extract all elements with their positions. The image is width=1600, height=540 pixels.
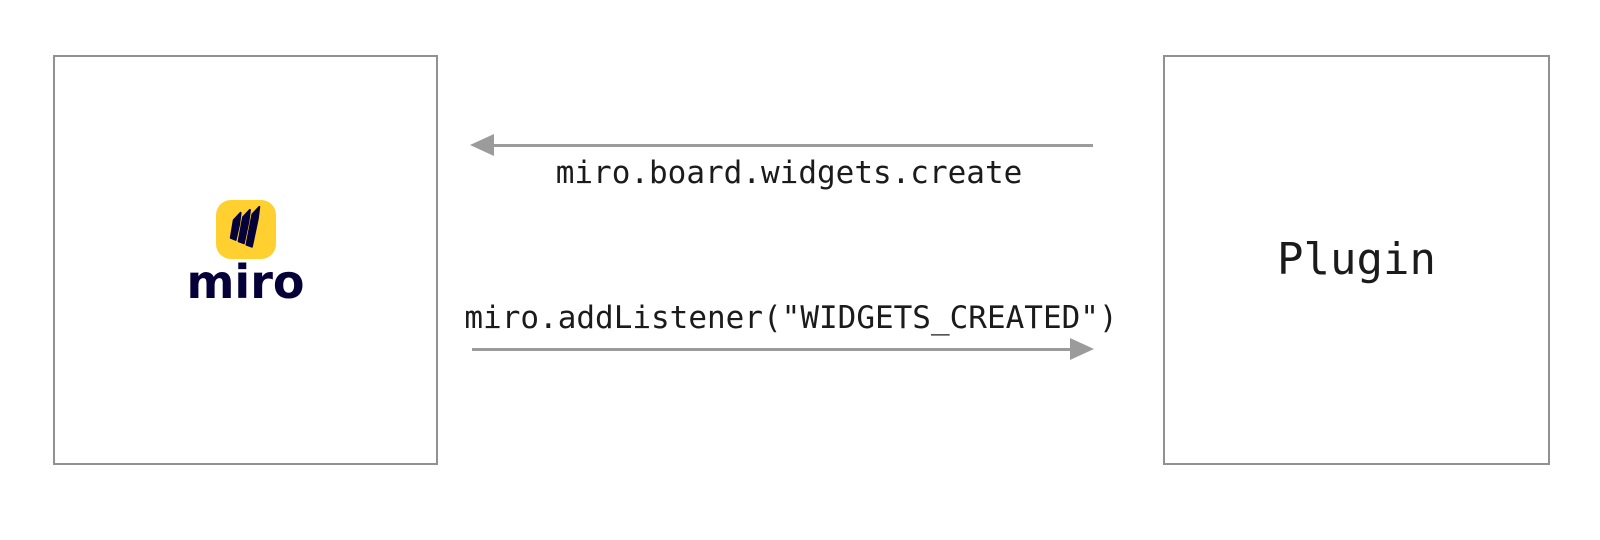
miro-wordmark: miro [186,255,305,309]
message-label: miro.board.widgets.create [555,155,1023,191]
miro-logo-icon [215,200,276,259]
plugin-node-label: Plugin [1277,234,1436,285]
miro-node: miro [53,55,438,465]
arrowhead-left-icon [470,134,494,156]
arrowhead-right-icon [1070,338,1094,360]
plugin-node: Plugin [1163,55,1550,465]
message-label: miro.addListener("WIDGETS_CREATED") [464,300,1118,336]
miro-logo: miro [187,200,305,305]
arrow-shaft [494,144,1093,147]
arrow-shaft [472,348,1070,351]
